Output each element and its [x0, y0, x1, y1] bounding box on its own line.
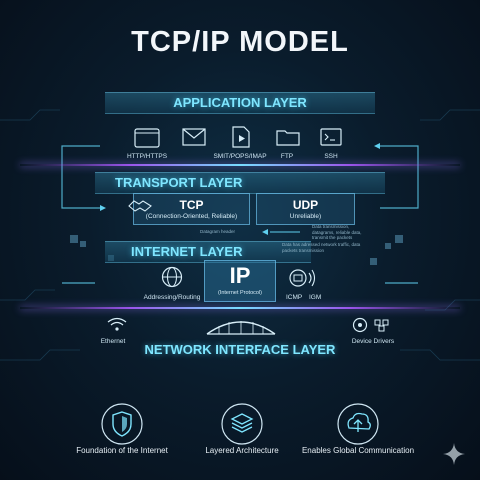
tcp-title: TCP: [179, 198, 204, 212]
media-file-icon: [232, 126, 250, 148]
device-drivers-icon: [352, 317, 389, 333]
shield-icon: [101, 403, 143, 445]
tcp-desc: (Connection-Oriented, Reliable): [145, 213, 238, 220]
wifi-icon: [107, 317, 127, 331]
folder-icon: [276, 130, 300, 146]
protocol-label-ssh: SSH: [324, 153, 338, 160]
layers-icon: [221, 403, 263, 445]
transport-layer-label: TRANSPORT LAYER: [115, 175, 243, 190]
tcp-box: TCP (Connection-Oriented, Reliable): [133, 193, 250, 225]
datagram-note: Datagram header: [200, 229, 236, 234]
icmp-label: ICMP: [286, 294, 303, 301]
internet-layer-band: INTERNET LAYER: [105, 241, 311, 263]
addressing-label: Addressing/Routing: [143, 294, 201, 301]
protocol-label-smtp: SMIT/POPS/IMAP: [213, 153, 267, 160]
udp-title: UDP: [292, 198, 319, 212]
udp-box: UDP Unreliable): [256, 193, 355, 225]
globe-icon: [161, 266, 183, 288]
feature-label-foundation: Foundation of the Internet: [76, 446, 168, 455]
device-drivers-label: Device Drivers: [351, 338, 395, 345]
mail-icon: [182, 128, 206, 146]
globe-upload-icon: [337, 403, 379, 445]
feature-label-layered: Layered Architecture: [205, 446, 279, 455]
ethernet-label: Ethernet: [100, 338, 126, 345]
divider-glow: [20, 164, 460, 166]
transport-layer-band: TRANSPORT LAYER: [95, 172, 385, 194]
ip-desc: (Internet Protocol): [217, 290, 263, 296]
igm-label: IGM: [309, 294, 322, 301]
bridge-icon: [206, 321, 276, 335]
page-title: TCP/IP MODEL: [131, 26, 349, 58]
signal-chip-icon: [289, 269, 316, 287]
ip-title: IP: [229, 263, 251, 288]
protocol-label-ftp: FTP: [280, 153, 294, 160]
network-layer-label: NETWORK INTERFACE LAYER: [144, 342, 336, 357]
transport-note: Data transmission, datagrams, reliable d…: [312, 224, 362, 240]
terminal-icon: [320, 128, 342, 146]
udp-desc: Unreliable): [289, 213, 322, 220]
browser-window-icon: [134, 128, 160, 148]
sparkle-icon: [443, 443, 465, 465]
handshake-icon: [128, 200, 152, 212]
feature-label-global: Enables Global Communication: [301, 446, 415, 455]
divider-glow-2: [20, 307, 460, 309]
application-layer-band: APPLICATION LAYER: [105, 92, 375, 114]
ip-box: IP (Internet Protocol): [204, 260, 276, 302]
protocol-label-http: HTTP/HTTPS: [126, 153, 168, 160]
internet-note: Data has adressed network traffic, data …: [282, 242, 361, 253]
internet-layer-label: INTERNET LAYER: [131, 244, 243, 259]
